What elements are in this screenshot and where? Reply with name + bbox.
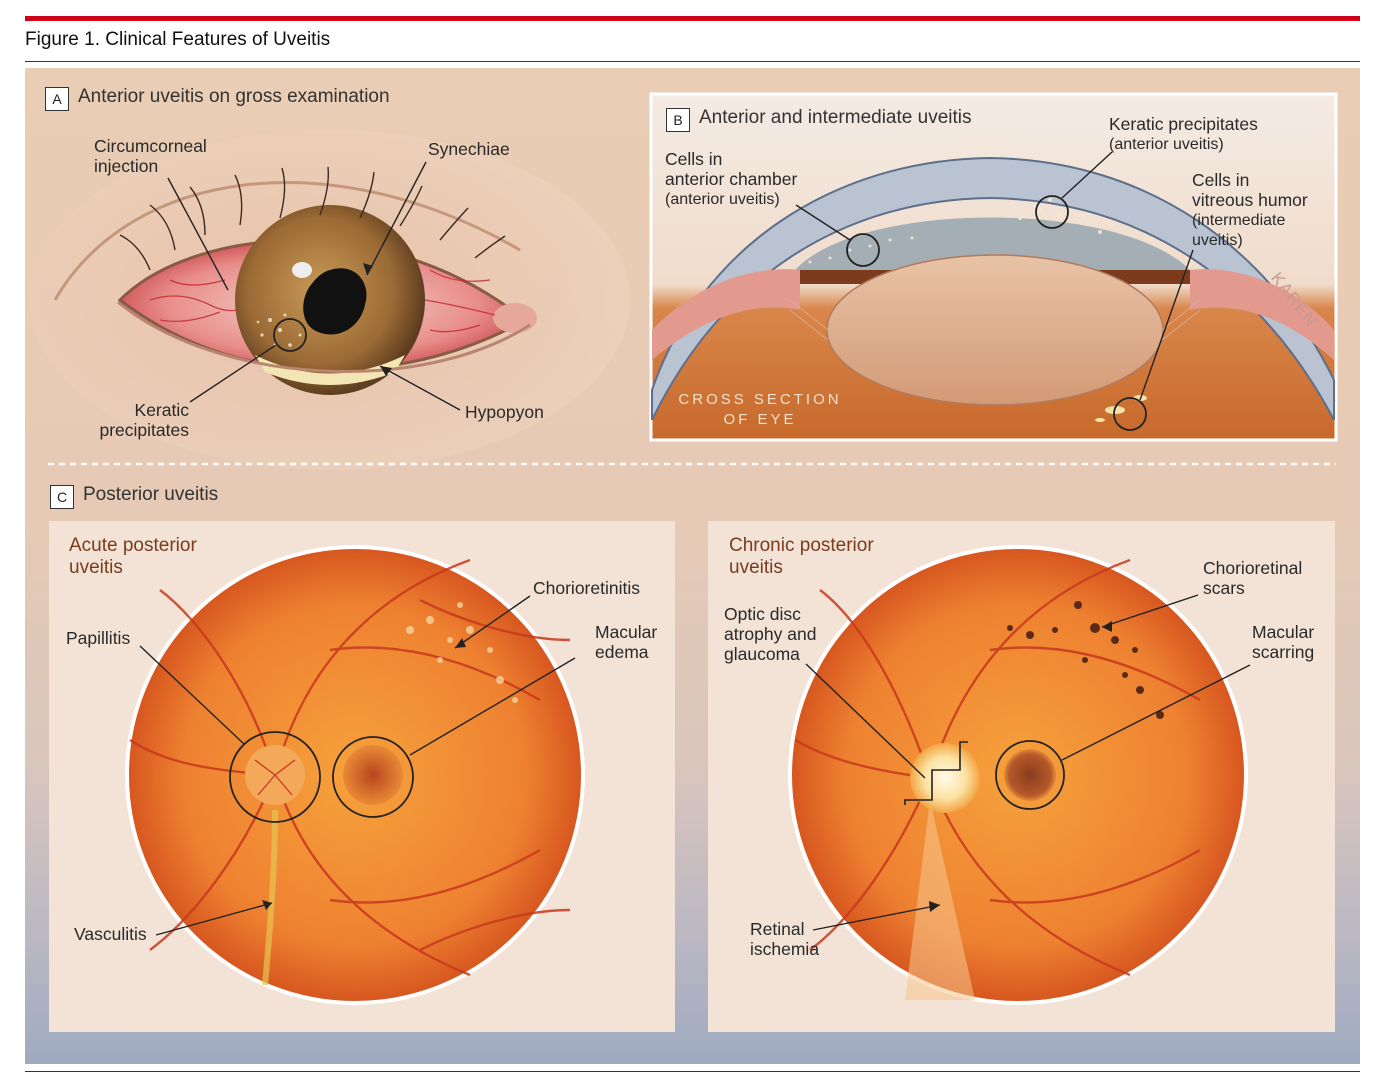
figure-title: Figure 1. Clinical Features of Uveitis [25, 29, 331, 50]
label-keratic-precipitates-b-sub: (anterior uveitis) [1109, 136, 1224, 153]
label-synechiae: Synechiae [428, 139, 510, 159]
label-cells-vitreous-humor-sub: (intermediate uveitis) [1192, 212, 1286, 249]
label-papillitis: Papillitis [66, 628, 131, 648]
label-circumcorneal-injection: Circumcorneal injection [94, 136, 207, 176]
bottom-divider [25, 1071, 1360, 1072]
chronic-fundus [788, 545, 1251, 1005]
panel-a-letter: A [45, 87, 69, 111]
label-keratic-precipitates-b: Keratic precipitates [1109, 114, 1258, 134]
acute-fundus [125, 545, 585, 1005]
panel-b-title: Anterior and intermediate uveitis [699, 107, 972, 128]
label-optic-disc-atrophy: Optic disc atrophy and glaucoma [724, 604, 817, 664]
label-retinal-ischemia: Retinal ischemia [750, 919, 820, 959]
label-cells-vitreous-humor: Cells in vitreous humor [1192, 170, 1308, 210]
cross-section-caption: CROSS SECTION OF EYE [678, 391, 842, 428]
label-hypopyon: Hypopyon [465, 402, 544, 422]
label-chorioretinal-scars: Chorioretinal scars [1203, 558, 1303, 598]
panel-a-eye-illustration [30, 130, 630, 470]
chronic-title: Chronic posterior uveitis [729, 535, 874, 578]
top-accent-bar [25, 16, 1360, 21]
label-vasculitis: Vasculitis [74, 924, 147, 944]
label-cells-anterior-chamber: Cells in anterior chamber [665, 149, 798, 189]
panel-b-letter: B [666, 108, 690, 132]
label-macular-scarring: Macular scarring [1252, 622, 1315, 662]
label-keratic-precipitates-a: Keratic precipitates [99, 400, 190, 440]
panel-b-cross-section [649, 92, 1338, 442]
panel-c-title: Posterior uveitis [83, 484, 219, 505]
title-divider [25, 61, 1360, 62]
label-cells-anterior-chamber-sub: (anterior uveitis) [665, 191, 780, 208]
acute-title: Acute posterior uveitis [69, 535, 197, 578]
panel-c-letter: C [50, 485, 74, 509]
label-macular-edema: Macular edema [595, 622, 658, 662]
panel-a-title: Anterior uveitis on gross examination [78, 86, 390, 107]
label-chorioretinitis: Chorioretinitis [533, 578, 640, 598]
